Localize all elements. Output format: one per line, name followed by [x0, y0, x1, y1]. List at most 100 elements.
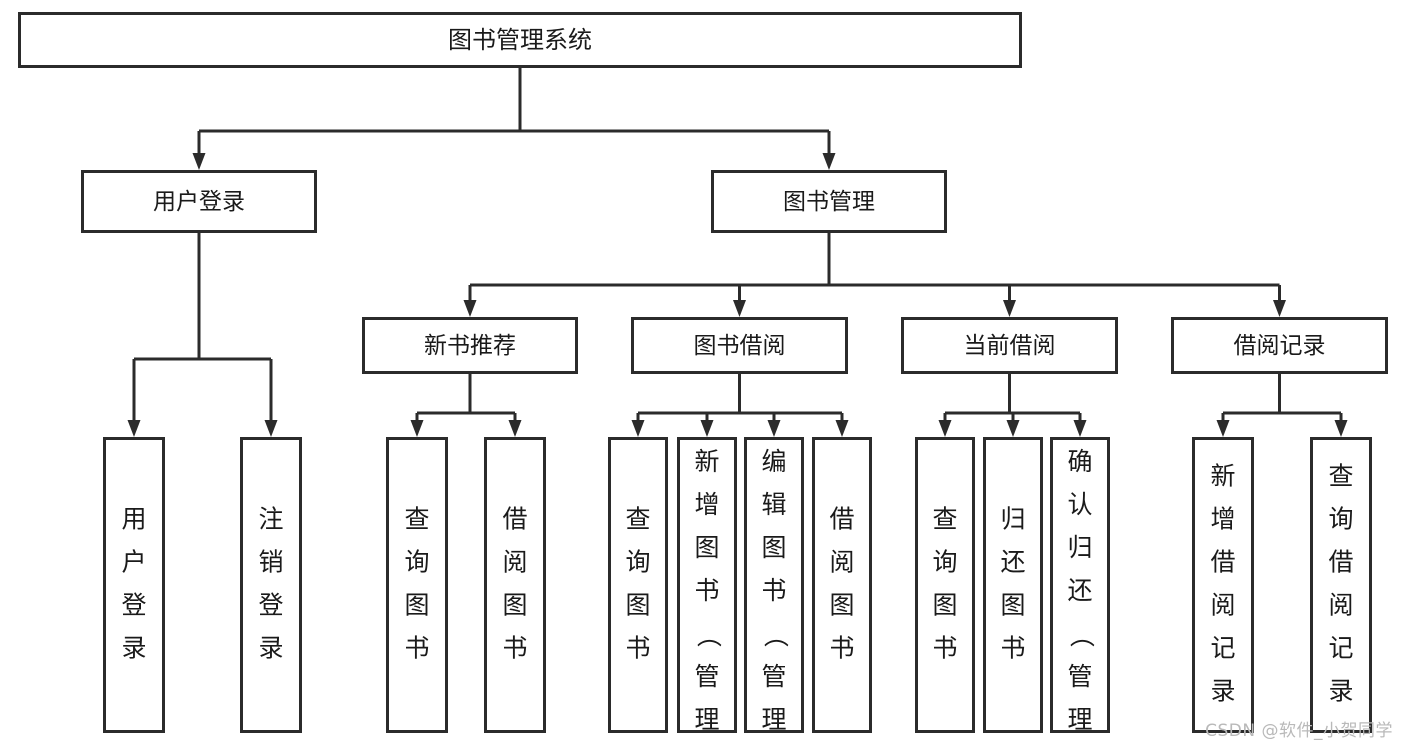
node-label-char: 书	[404, 634, 429, 663]
node-label-char: 理	[1067, 705, 1092, 734]
node-label-char: 书	[761, 576, 786, 605]
node-label-char: 阅	[829, 548, 854, 577]
node-label-char: 录	[258, 634, 283, 663]
node-box[interactable]	[1171, 317, 1388, 374]
connector-group	[192, 68, 836, 170]
node-box[interactable]	[386, 437, 448, 733]
node-label-char: 询	[625, 548, 650, 577]
node-label-char: 书	[625, 634, 650, 663]
node-label-char: 图	[761, 533, 786, 562]
node-label: 图书管理系统	[448, 26, 592, 54]
arrow-head-icon	[767, 420, 781, 437]
node-label-char: 归	[1000, 505, 1025, 534]
node-user-login[interactable]: 用户登录	[81, 170, 317, 233]
node-label-char: 录	[1328, 677, 1353, 706]
node-box[interactable]	[18, 12, 1022, 68]
node-label-char: 理	[761, 705, 786, 734]
node-label-char: 户	[121, 548, 146, 577]
node-box[interactable]	[677, 437, 737, 733]
arrow-head-icon	[1334, 420, 1348, 437]
arrow-head-icon	[1273, 300, 1286, 317]
node-box[interactable]	[608, 437, 668, 733]
node-label-char: 借	[829, 505, 854, 534]
node-box[interactable]	[1050, 437, 1110, 733]
node-box[interactable]	[103, 437, 165, 733]
node-label-char: 书	[502, 634, 527, 663]
node-label-char: 新	[1210, 462, 1235, 491]
node-box[interactable]	[983, 437, 1043, 733]
node-label-char: 还	[1067, 576, 1092, 605]
node-label-char: 辑	[761, 490, 786, 519]
node-label-char: 询	[1328, 505, 1353, 534]
connector-group	[938, 374, 1087, 437]
node-box[interactable]	[240, 437, 302, 733]
arrow-head-icon	[733, 300, 746, 317]
node-root[interactable]: 图书管理系统	[18, 12, 1022, 68]
node-box[interactable]	[81, 170, 317, 233]
arrow-head-icon	[463, 300, 477, 317]
node-label-char: 归	[1067, 533, 1092, 562]
node-label-char: 图	[404, 591, 429, 620]
connector-group	[127, 233, 278, 437]
node-label-char: 书	[932, 634, 957, 663]
node-box[interactable]	[362, 317, 578, 374]
node-label-char: 增	[694, 490, 719, 519]
node-label-char: 查	[932, 505, 957, 534]
node-book-manage[interactable]: 图书管理	[711, 170, 947, 233]
node-label-char: 理	[694, 705, 719, 734]
node-label-char: （	[1067, 622, 1096, 647]
node-label-char: 书	[1000, 634, 1025, 663]
node-box[interactable]	[901, 317, 1118, 374]
node-leaf-user-login[interactable]: 用户登录	[103, 437, 165, 733]
node-borrow-record[interactable]: 借阅记录	[1171, 317, 1388, 374]
connector-layer	[127, 68, 1348, 437]
node-box[interactable]	[484, 437, 546, 733]
arrow-head-icon	[264, 420, 278, 437]
node-new-book-rec[interactable]: 新书推荐	[362, 317, 578, 374]
node-label-char: 管	[694, 662, 719, 691]
node-label-char: 注	[258, 505, 283, 534]
node-label-char: 记	[1210, 634, 1235, 663]
node-label-char: 借	[502, 505, 527, 534]
node-box[interactable]	[631, 317, 848, 374]
node-box[interactable]	[915, 437, 975, 733]
node-label-char: 确	[1067, 447, 1092, 476]
node-label: 当前借阅	[964, 333, 1056, 359]
node-layer: 图书管理系统用户登录图书管理新书推荐图书借阅当前借阅借阅记录用户登录注销登录查询…	[18, 12, 1388, 747]
node-current-borrow[interactable]: 当前借阅	[901, 317, 1118, 374]
node-label-char: 录	[121, 634, 146, 663]
arrow-head-icon	[410, 420, 424, 437]
node-box[interactable]	[1192, 437, 1254, 733]
node-box[interactable]	[711, 170, 947, 233]
node-book-borrow[interactable]: 图书借阅	[631, 317, 848, 374]
arrow-head-icon	[1006, 420, 1020, 437]
arrow-head-icon	[631, 420, 645, 437]
arrow-head-icon	[192, 153, 206, 170]
arrow-head-icon	[127, 420, 141, 437]
node-box[interactable]	[744, 437, 804, 733]
node-box[interactable]	[1310, 437, 1372, 733]
node-label-char: 增	[1210, 505, 1235, 534]
node-label-char: 图	[502, 591, 527, 620]
node-box[interactable]	[812, 437, 872, 733]
